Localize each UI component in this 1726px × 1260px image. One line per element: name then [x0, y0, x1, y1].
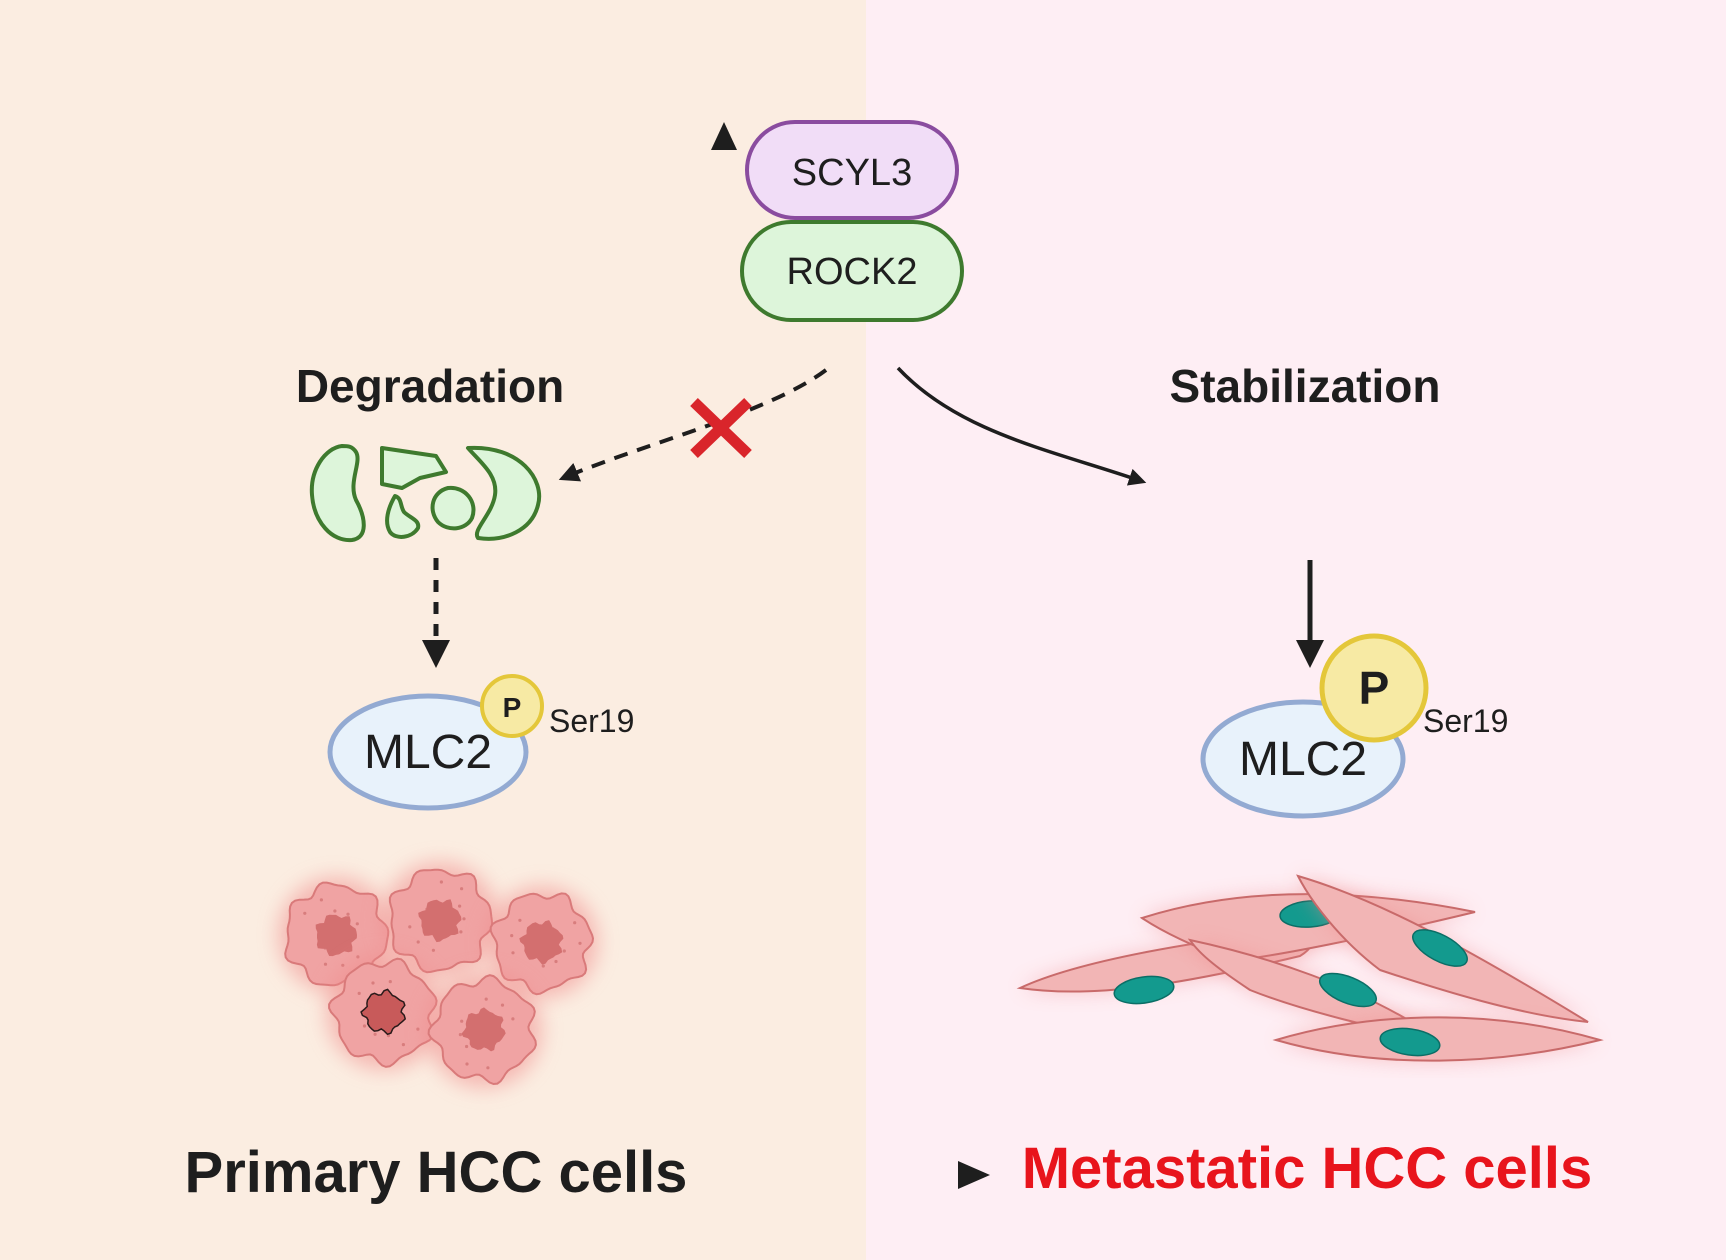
round-cell — [426, 972, 542, 1088]
inhibition-cross-icon — [690, 398, 752, 458]
right-phospho-label: P — [1359, 662, 1390, 714]
primary-hcc-cells-illustration — [278, 862, 598, 1088]
left-mlc2-protein: MLC2 — [327, 693, 529, 811]
metastatic-hcc-cells-label: Metastatic HCC cells — [1022, 1136, 1593, 1201]
left-phospho-group: P — [480, 674, 544, 738]
rock2-label: ROCK2 — [787, 251, 918, 293]
primary-hcc-cells-label: Primary HCC cells — [185, 1140, 688, 1205]
scyl3-protein: SCYL3 — [745, 120, 959, 220]
left-ser19-label: Ser19 — [549, 703, 634, 739]
round-cell — [326, 954, 442, 1070]
scyl3-label: SCYL3 — [792, 152, 912, 194]
degraded-protein-fragments-icon — [309, 444, 542, 543]
left-mlc2-label: MLC2 — [364, 726, 492, 779]
right-ser19-label: Ser19 — [1423, 703, 1508, 739]
rock2-protein: ROCK2 — [740, 220, 964, 322]
right-panel-background — [866, 0, 1726, 1260]
round-cell — [382, 862, 498, 978]
upregulation-arrow — [711, 122, 737, 208]
left-dashed-down-arrowhead — [422, 640, 450, 668]
degradation-label: Degradation — [296, 360, 564, 412]
left-panel-background — [0, 0, 866, 1260]
spindle-cell — [1272, 1016, 1604, 1062]
blocked-degradation-arrow — [558, 368, 828, 482]
left-phospho-label: P — [503, 692, 522, 723]
stabilization-label: Stabilization — [1170, 360, 1441, 412]
right-phospho-group: P — [1319, 633, 1429, 743]
spindle-cell — [1296, 874, 1589, 1023]
right-mlc2-label: MLC2 — [1239, 733, 1367, 786]
stabilization-arrow — [896, 366, 1147, 486]
progression-arrow — [748, 1161, 990, 1189]
round-cell — [486, 886, 598, 998]
metastatic-hcc-cells-illustration — [1016, 874, 1604, 1062]
right-down-arrowhead — [1296, 640, 1324, 668]
